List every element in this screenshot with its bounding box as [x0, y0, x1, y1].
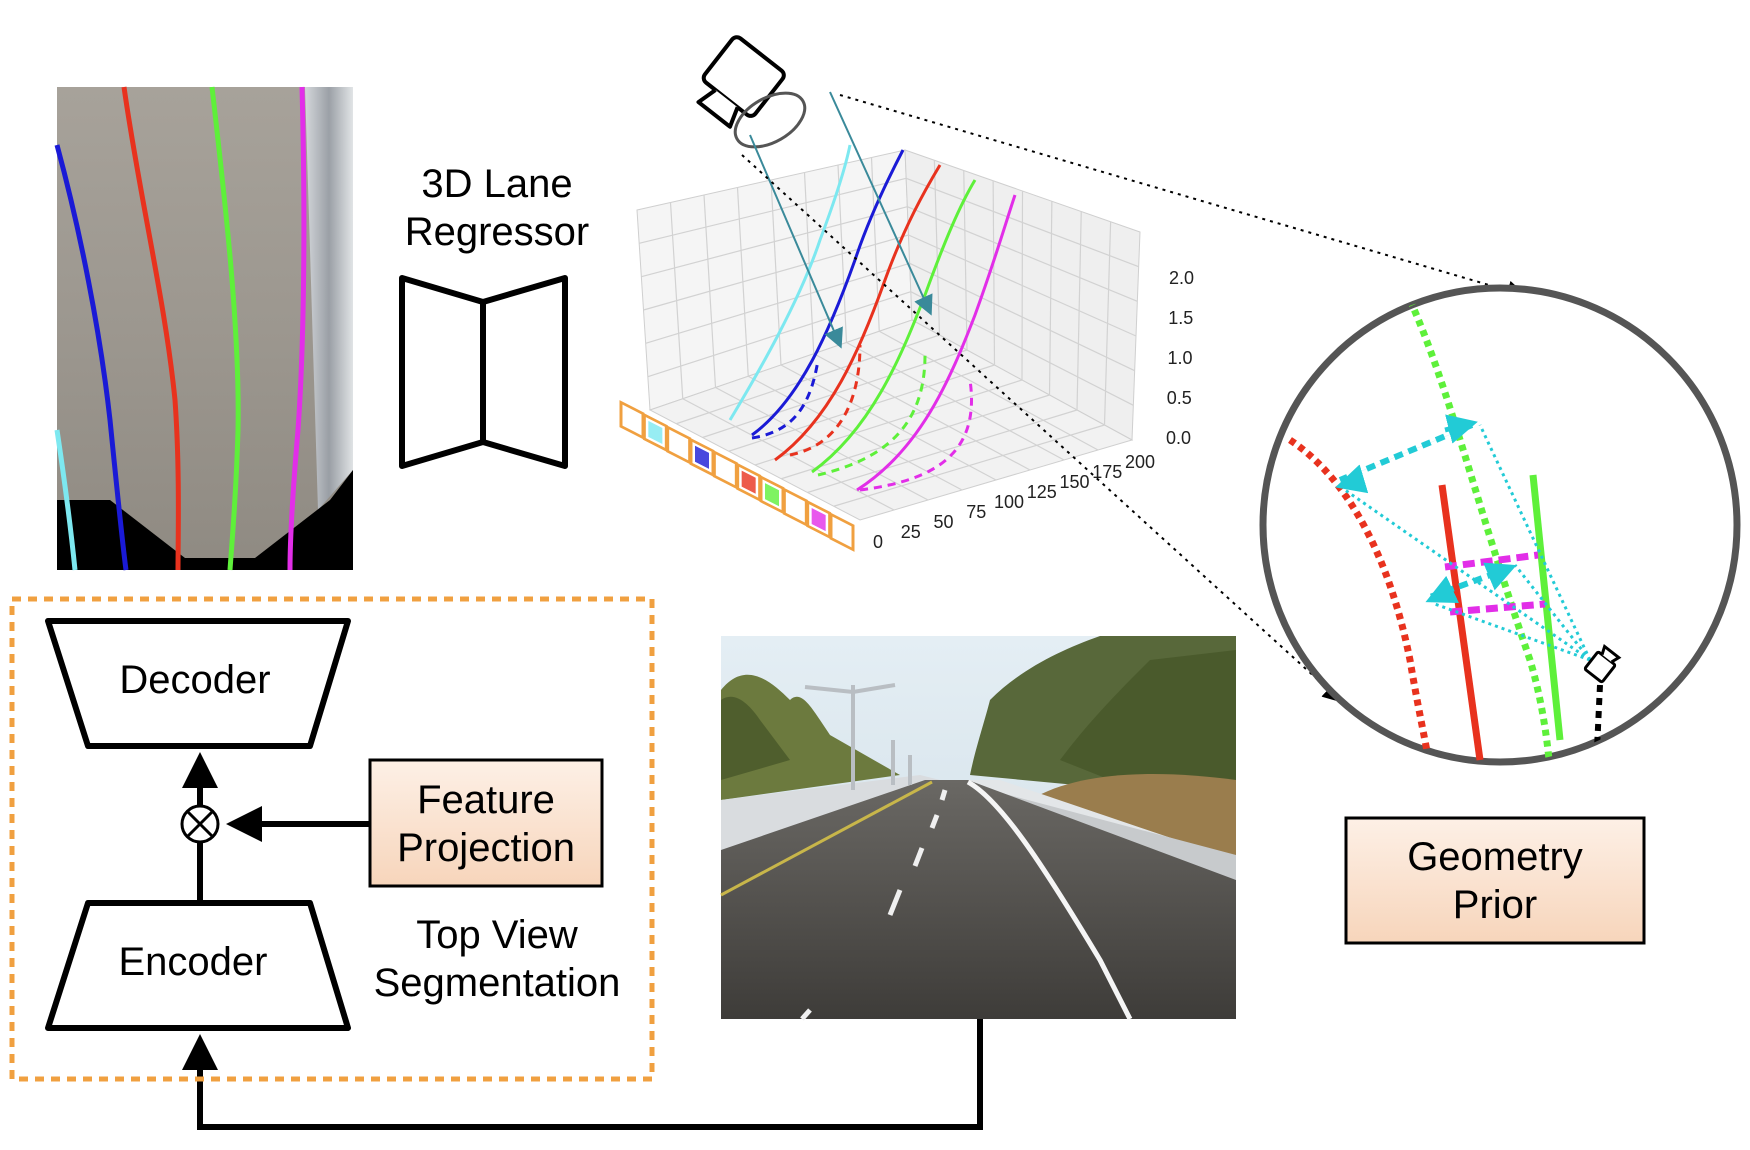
anchor-box-fill [765, 483, 779, 507]
y-tick-label: 175 [1092, 462, 1122, 482]
lane-3d-solid [774, 164, 942, 462]
feature-projection-label-2: Projection [397, 826, 575, 870]
prior-magenta-2 [1449, 600, 1546, 616]
anchor-box [689, 437, 715, 478]
grid-line [833, 424, 1105, 507]
camera-ray-1 [749, 134, 843, 349]
grid-line [639, 177, 907, 244]
prior-ray-1 [1478, 424, 1592, 661]
bev-lane-red [121, 86, 181, 571]
zoom-line-bottom [741, 154, 1343, 703]
top-view-image [54, 86, 353, 571]
multiply-circle-icon [180, 804, 220, 844]
prior-magenta-1 [1444, 551, 1539, 571]
anchor-box-frame [666, 425, 692, 465]
y-tick-label: 150 [1059, 472, 1089, 492]
anchor-box-fill [811, 507, 826, 532]
grid-line [754, 379, 1023, 466]
anchor-box-frame [712, 449, 738, 490]
bev-lane-magenta [287, 86, 307, 571]
grid-line [643, 234, 909, 311]
top-view-segmentation-box [9, 596, 655, 1082]
top-view-label-1: Top View [416, 913, 578, 957]
prior-lane-red-solid [1438, 484, 1484, 761]
geometry-prior-box: Geometry Prior [1344, 816, 1646, 945]
decoder-label: Decoder [119, 658, 270, 702]
anchor-box [736, 462, 762, 503]
y-tick-label: 200 [1125, 452, 1155, 472]
anchor-box-fill [648, 420, 663, 445]
prior-lane-green-solid [1529, 474, 1564, 741]
encoder-label: Encoder [119, 940, 268, 984]
geometry-prior-circle [1259, 284, 1741, 766]
grid-line [676, 334, 940, 425]
z-tick-label: 0.5 [1167, 388, 1192, 408]
feature-projection-label-1: Feature [417, 778, 555, 822]
geometry-prior-label-1: Geometry [1407, 835, 1583, 879]
anchor-box [712, 449, 738, 490]
zoom-line-top [839, 94, 1527, 301]
lane-3d-dashed [859, 379, 973, 492]
anchor-box [619, 400, 645, 440]
lane-3d-dashed [817, 354, 927, 477]
decoder-block: Decoder [45, 618, 351, 749]
grid-line [905, 177, 1139, 268]
bev-lane-cyan [54, 429, 78, 571]
y-tick-label: 50 [933, 512, 953, 532]
z-tick-label: 2.0 [1169, 268, 1194, 288]
grid-line [645, 262, 910, 344]
anchor-box-fill [741, 470, 756, 494]
bev-lane-green [209, 86, 241, 571]
prior-ray-2 [1344, 488, 1591, 662]
anchor-box-fill [695, 445, 709, 469]
camera-icon [696, 35, 807, 149]
anchor-box [782, 487, 808, 527]
anchor-box-frame [619, 400, 645, 440]
grid-line [781, 394, 1050, 480]
anchor-box-frame [829, 512, 855, 552]
grid-line [907, 206, 1138, 302]
feature-projection-box: Feature Projection [368, 758, 604, 888]
prior-lane-green-dotted [1406, 298, 1556, 762]
grid-line [641, 206, 908, 278]
anchor-box [806, 499, 832, 540]
anchor-box [759, 474, 785, 515]
front-view-road-image [720, 636, 1236, 1021]
bev-lane-blue [54, 144, 129, 571]
anchor-box [666, 425, 692, 465]
grid-line [910, 291, 1134, 406]
y-tick-label: 25 [901, 522, 921, 542]
grid-line [807, 409, 1078, 494]
lane-3d-dashed [789, 344, 862, 457]
small-camera-icon [1583, 643, 1622, 684]
lane-3d-solid [856, 194, 1017, 492]
anchor-box-frame [782, 487, 808, 527]
anchor-box [642, 412, 668, 453]
geometry-prior-label-2: Prior [1453, 883, 1537, 927]
y-tick-label: 125 [1027, 482, 1057, 502]
top-view-label-2: Segmentation [374, 961, 621, 1005]
grid-line [728, 364, 995, 452]
grid-line [908, 234, 1137, 337]
lane-3d-solid [728, 144, 852, 421]
z-tick-label: 1.0 [1168, 348, 1193, 368]
anchor-box [829, 512, 855, 552]
grid-line [909, 262, 1135, 372]
prior-ray-3 [1513, 564, 1592, 661]
input-arrow [182, 1019, 983, 1130]
lane-3d-solid [751, 149, 905, 437]
encoder-block: Encoder [45, 900, 351, 1031]
lane-regressor-label-2: Regressor [405, 210, 590, 254]
lane-regressor-icon [399, 275, 568, 469]
camera-ray-2 [829, 91, 933, 316]
y-tick-label: 0 [873, 532, 883, 552]
z-tick-label: 1.5 [1168, 308, 1193, 328]
lane-regressor-label-1: 3D Lane [421, 162, 572, 206]
z-tick-label: 0.0 [1166, 428, 1191, 448]
y-tick-label: 75 [966, 502, 986, 522]
y-tick-label: 100 [994, 492, 1024, 512]
